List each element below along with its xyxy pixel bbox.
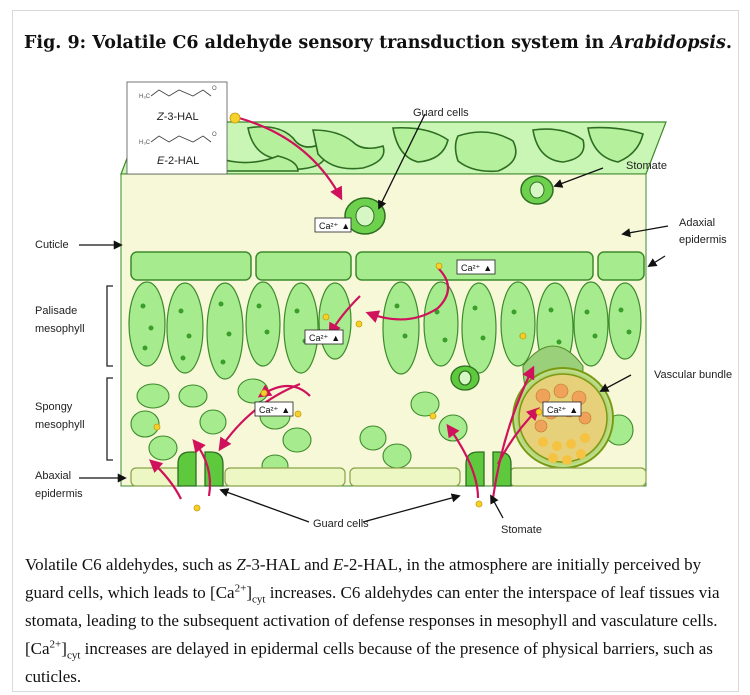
label-palisade-1: Palisade bbox=[35, 305, 77, 317]
label-stomate-bottom: Stomate bbox=[501, 524, 542, 536]
figure-caption: Volatile C6 aldehydes, such as Z-3-HAL a… bbox=[25, 555, 720, 686]
label-spongy-1: Spongy bbox=[35, 401, 73, 413]
chloroplasts bbox=[140, 301, 632, 365]
label-abaxial-2: epidermis bbox=[35, 488, 83, 500]
adaxial-epidermis-row bbox=[130, 251, 645, 281]
ca-box-spongy: Ca²⁺▲ bbox=[254, 401, 294, 417]
label-adaxial-2: epidermis bbox=[679, 234, 727, 246]
svg-text:Ca²⁺▲: Ca²⁺▲ bbox=[259, 405, 290, 415]
svg-text:Ca²⁺▲: Ca²⁺▲ bbox=[319, 221, 350, 231]
svg-text:O: O bbox=[212, 86, 217, 92]
vascular-bundle bbox=[512, 345, 614, 469]
label-abaxial-1: Abaxial bbox=[35, 470, 71, 482]
figure-card: Fig. 9: Volatile C6 aldehyde sensory tra… bbox=[12, 10, 739, 692]
label-spongy-2: mesophyll bbox=[35, 419, 85, 431]
label-guard-cells-bottom: Guard cells bbox=[313, 518, 369, 530]
top-guard-cells bbox=[344, 175, 554, 235]
label-guard-cells-top: Guard cells bbox=[413, 107, 469, 119]
label-cuticle: Cuticle bbox=[35, 239, 69, 251]
ca-box-epidermis: Ca²⁺▲ bbox=[456, 259, 496, 275]
label-palisade-2: mesophyll bbox=[35, 323, 85, 335]
region-brackets bbox=[106, 285, 113, 461]
svg-text:Ca²⁺▲: Ca²⁺▲ bbox=[461, 263, 492, 273]
ca-box-vascular: Ca²⁺▲ bbox=[542, 401, 582, 417]
svg-text:O: O bbox=[212, 132, 217, 138]
label-adaxial-1: Adaxial bbox=[679, 217, 715, 229]
svg-text:H₃C: H₃C bbox=[139, 140, 151, 146]
abaxial-epidermis-row bbox=[130, 467, 647, 487]
label-vascular-bundle: Vascular bundle bbox=[654, 369, 732, 381]
svg-text:Z-3-HAL: Z-3-HAL bbox=[156, 111, 199, 123]
molecule-inset: H₃C O Z-3-HAL H₃C O E-2-HAL bbox=[126, 81, 228, 175]
ca-box-guard: Ca²⁺▲ bbox=[314, 217, 352, 233]
svg-text:Ca²⁺▲: Ca²⁺▲ bbox=[309, 333, 340, 343]
callout-arrows bbox=[79, 113, 669, 523]
leaf-diagram: Ca²⁺▲ Ca²⁺▲ Ca²⁺▲ Ca²⁺▲ Ca²⁺▲ H₃C O Z-3-… bbox=[35, 81, 732, 536]
figure-title: Fig. 9: Volatile C6 aldehyde sensory tra… bbox=[24, 33, 732, 53]
label-stomate-top: Stomate bbox=[626, 160, 667, 172]
diagram-labels: Guard cells Stomate Adaxial epidermis Cu… bbox=[35, 107, 732, 536]
svg-text:Ca²⁺▲: Ca²⁺▲ bbox=[547, 405, 578, 415]
figure-title-italic: Arabidopsis bbox=[610, 33, 726, 53]
svg-text:E-2-HAL: E-2-HAL bbox=[157, 155, 199, 167]
ca-box-palisade: Ca²⁺▲ bbox=[304, 329, 344, 345]
svg-text:H₃C: H₃C bbox=[139, 94, 151, 100]
